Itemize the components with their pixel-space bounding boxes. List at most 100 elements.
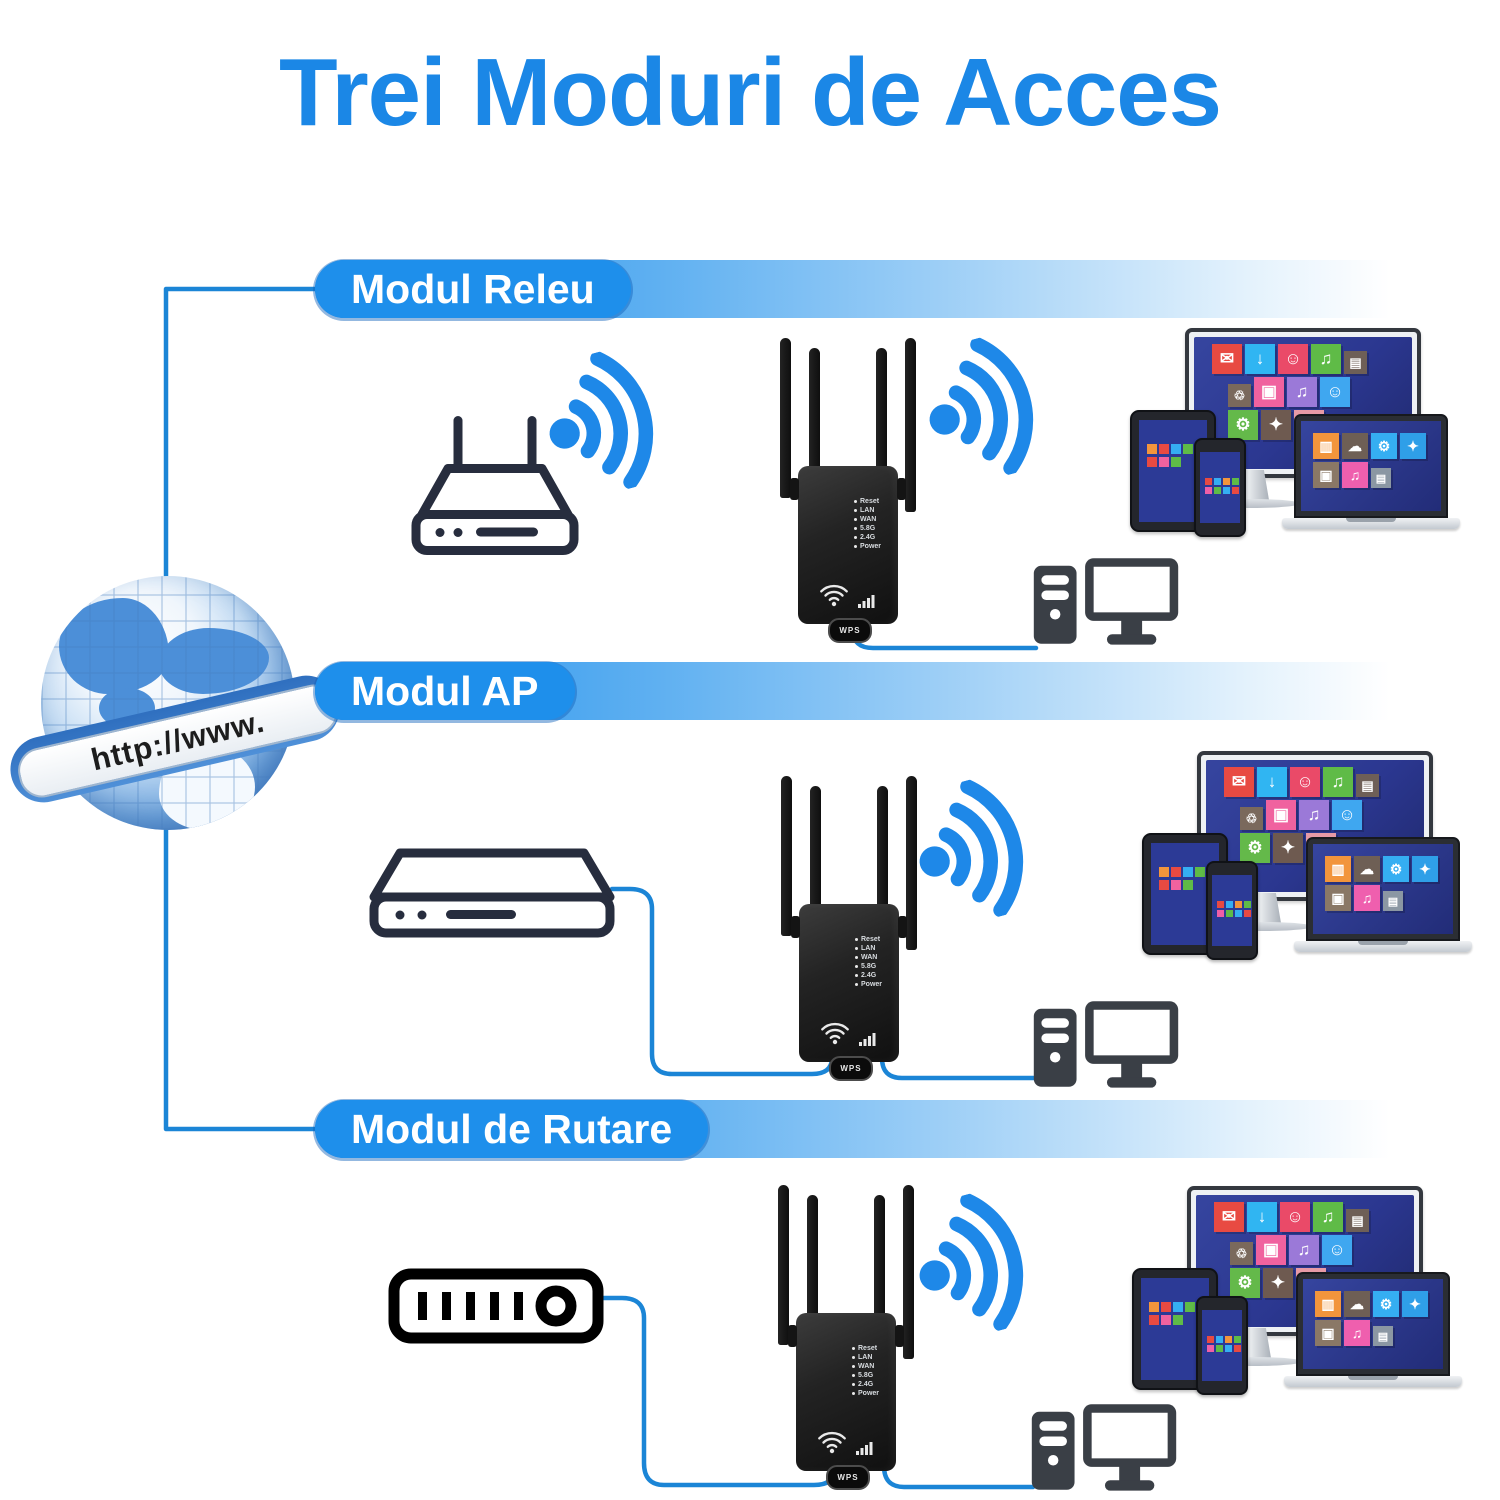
- app-tile-gear: ⚙: [1373, 1291, 1399, 1317]
- antenna-knob: [898, 916, 907, 938]
- mini-tile-row: [1217, 901, 1252, 908]
- led-row: WAN: [852, 1363, 879, 1370]
- repeater-antenna: [781, 776, 792, 936]
- wps-button: WPS: [826, 1465, 870, 1490]
- laptop-screen: ▥☁⚙✦▣♫▤: [1296, 1272, 1450, 1376]
- page-title: Trei Moduri de Acces: [278, 39, 1222, 146]
- mini-tile: [1207, 1345, 1214, 1352]
- tile-row: ▥☁⚙✦: [1315, 1291, 1443, 1317]
- laptop-screen-inner: ▥☁⚙✦▣♫▤: [1303, 1279, 1443, 1369]
- tile-row: ✉↓☺♫▤: [1212, 344, 1412, 374]
- app-tile-trash: ♲: [1228, 384, 1251, 407]
- phone-device: [1196, 1296, 1248, 1395]
- app-tile-mail: ✉: [1214, 1202, 1244, 1232]
- mini-tile: [1161, 1315, 1171, 1325]
- laptop-screen-inner: ▥☁⚙✦▣♫▤: [1313, 844, 1453, 934]
- banner-label: Modul AP: [315, 662, 575, 720]
- wifi-glyph-icon: [821, 1022, 849, 1045]
- app-tile-gear: ⚙: [1230, 1268, 1260, 1298]
- desktop-pc-icon: [1028, 1398, 1180, 1494]
- app-tile-person: ☺: [1320, 377, 1350, 407]
- app-tile-folder: ▣: [1325, 885, 1351, 911]
- led-label: LAN: [860, 507, 875, 514]
- app-tile-file: ▤: [1356, 774, 1379, 797]
- led-row: WAN: [854, 516, 881, 523]
- mini-tile: [1225, 1345, 1232, 1352]
- mini-tile: [1232, 487, 1239, 494]
- app-tile-chart: ▥: [1325, 856, 1351, 882]
- mini-tile: [1149, 1315, 1159, 1325]
- mini-tile: [1173, 1315, 1183, 1325]
- led-dot: [854, 500, 857, 503]
- mini-tile: [1223, 478, 1230, 485]
- led-dot: [855, 947, 858, 950]
- app-tile-chart: ▥: [1315, 1291, 1341, 1317]
- mini-tile: [1225, 1336, 1232, 1343]
- led-dot: [855, 983, 858, 986]
- led-dot: [854, 509, 857, 512]
- repeater-antenna: [807, 1195, 818, 1317]
- repeater-face-icons: [814, 574, 882, 608]
- laptop-base: [1294, 941, 1472, 952]
- phone-screen: [1212, 875, 1252, 946]
- app-tile-folder: ▣: [1256, 1235, 1286, 1265]
- led-dot: [854, 518, 857, 521]
- led-row: Reset: [854, 498, 881, 505]
- repeater-antenna: [905, 338, 916, 512]
- led-label: Power: [860, 543, 882, 550]
- repeater-face-icons: [815, 1012, 883, 1046]
- phone-screen: [1202, 1310, 1242, 1381]
- app-tile-cloud: ☁: [1342, 433, 1368, 459]
- mini-tile: [1159, 457, 1169, 467]
- app-tile-folder: ▣: [1313, 462, 1339, 488]
- repeater-antenna: [906, 776, 917, 950]
- wifi-glyph-icon: [820, 584, 848, 607]
- mini-tile-row: [1149, 1302, 1209, 1312]
- led-label: Reset: [858, 1345, 878, 1352]
- antenna-knob: [895, 1325, 904, 1347]
- repeater-face-icons: [812, 1421, 880, 1455]
- led-label: WAN: [858, 1363, 875, 1370]
- monitor-base: [1205, 499, 1300, 508]
- mini-tile-row: [1217, 910, 1252, 917]
- laptop-screen: ▥☁⚙✦▣♫▤: [1306, 837, 1460, 941]
- mini-tile: [1171, 867, 1181, 877]
- mini-tile: [1244, 901, 1251, 908]
- led-dot: [852, 1365, 855, 1368]
- app-tile-cloud: ☁: [1354, 856, 1380, 882]
- app-tile-file: ▤: [1371, 468, 1391, 488]
- antenna-knob: [791, 916, 800, 938]
- mini-tile: [1214, 487, 1221, 494]
- desktop-pc-icon: [1030, 552, 1182, 648]
- connected-devices-illustration: ✉↓☺♫▤♲▣♫☺⚙✦↻▥☁⚙✦▣♫▤: [1130, 322, 1465, 542]
- repeater-antenna: [903, 1185, 914, 1359]
- mini-tile: [1226, 901, 1233, 908]
- app-tile-person: ☺: [1322, 1235, 1352, 1265]
- led-label: LAN: [861, 945, 876, 952]
- mini-tile: [1171, 880, 1181, 890]
- app-tile-download: ↓: [1247, 1202, 1277, 1232]
- mini-tile: [1173, 1302, 1183, 1312]
- laptop-screen-inner: ▥☁⚙✦▣♫▤: [1301, 421, 1441, 511]
- mini-tile: [1232, 478, 1239, 485]
- tile-row: ▣♫▤: [1313, 462, 1441, 488]
- mini-tile: [1171, 457, 1181, 467]
- mini-tile: [1147, 444, 1157, 454]
- laptop-base: [1284, 1376, 1462, 1387]
- mini-tile: [1207, 1336, 1214, 1343]
- app-tile-gear: ⚙: [1371, 433, 1397, 459]
- led-label: Reset: [860, 498, 880, 505]
- app-tile-mail: ✉: [1212, 344, 1242, 374]
- wps-button: WPS: [829, 1056, 873, 1081]
- app-tile-hands: ✦: [1273, 833, 1303, 863]
- antenna-knob: [788, 1325, 797, 1347]
- app-tile-user: ☺: [1278, 344, 1308, 374]
- led-dot: [852, 1392, 855, 1395]
- mini-tile: [1205, 487, 1212, 494]
- banner-modul-releu: Modul Releu: [315, 260, 1390, 318]
- led-row: 5.8G: [852, 1372, 879, 1379]
